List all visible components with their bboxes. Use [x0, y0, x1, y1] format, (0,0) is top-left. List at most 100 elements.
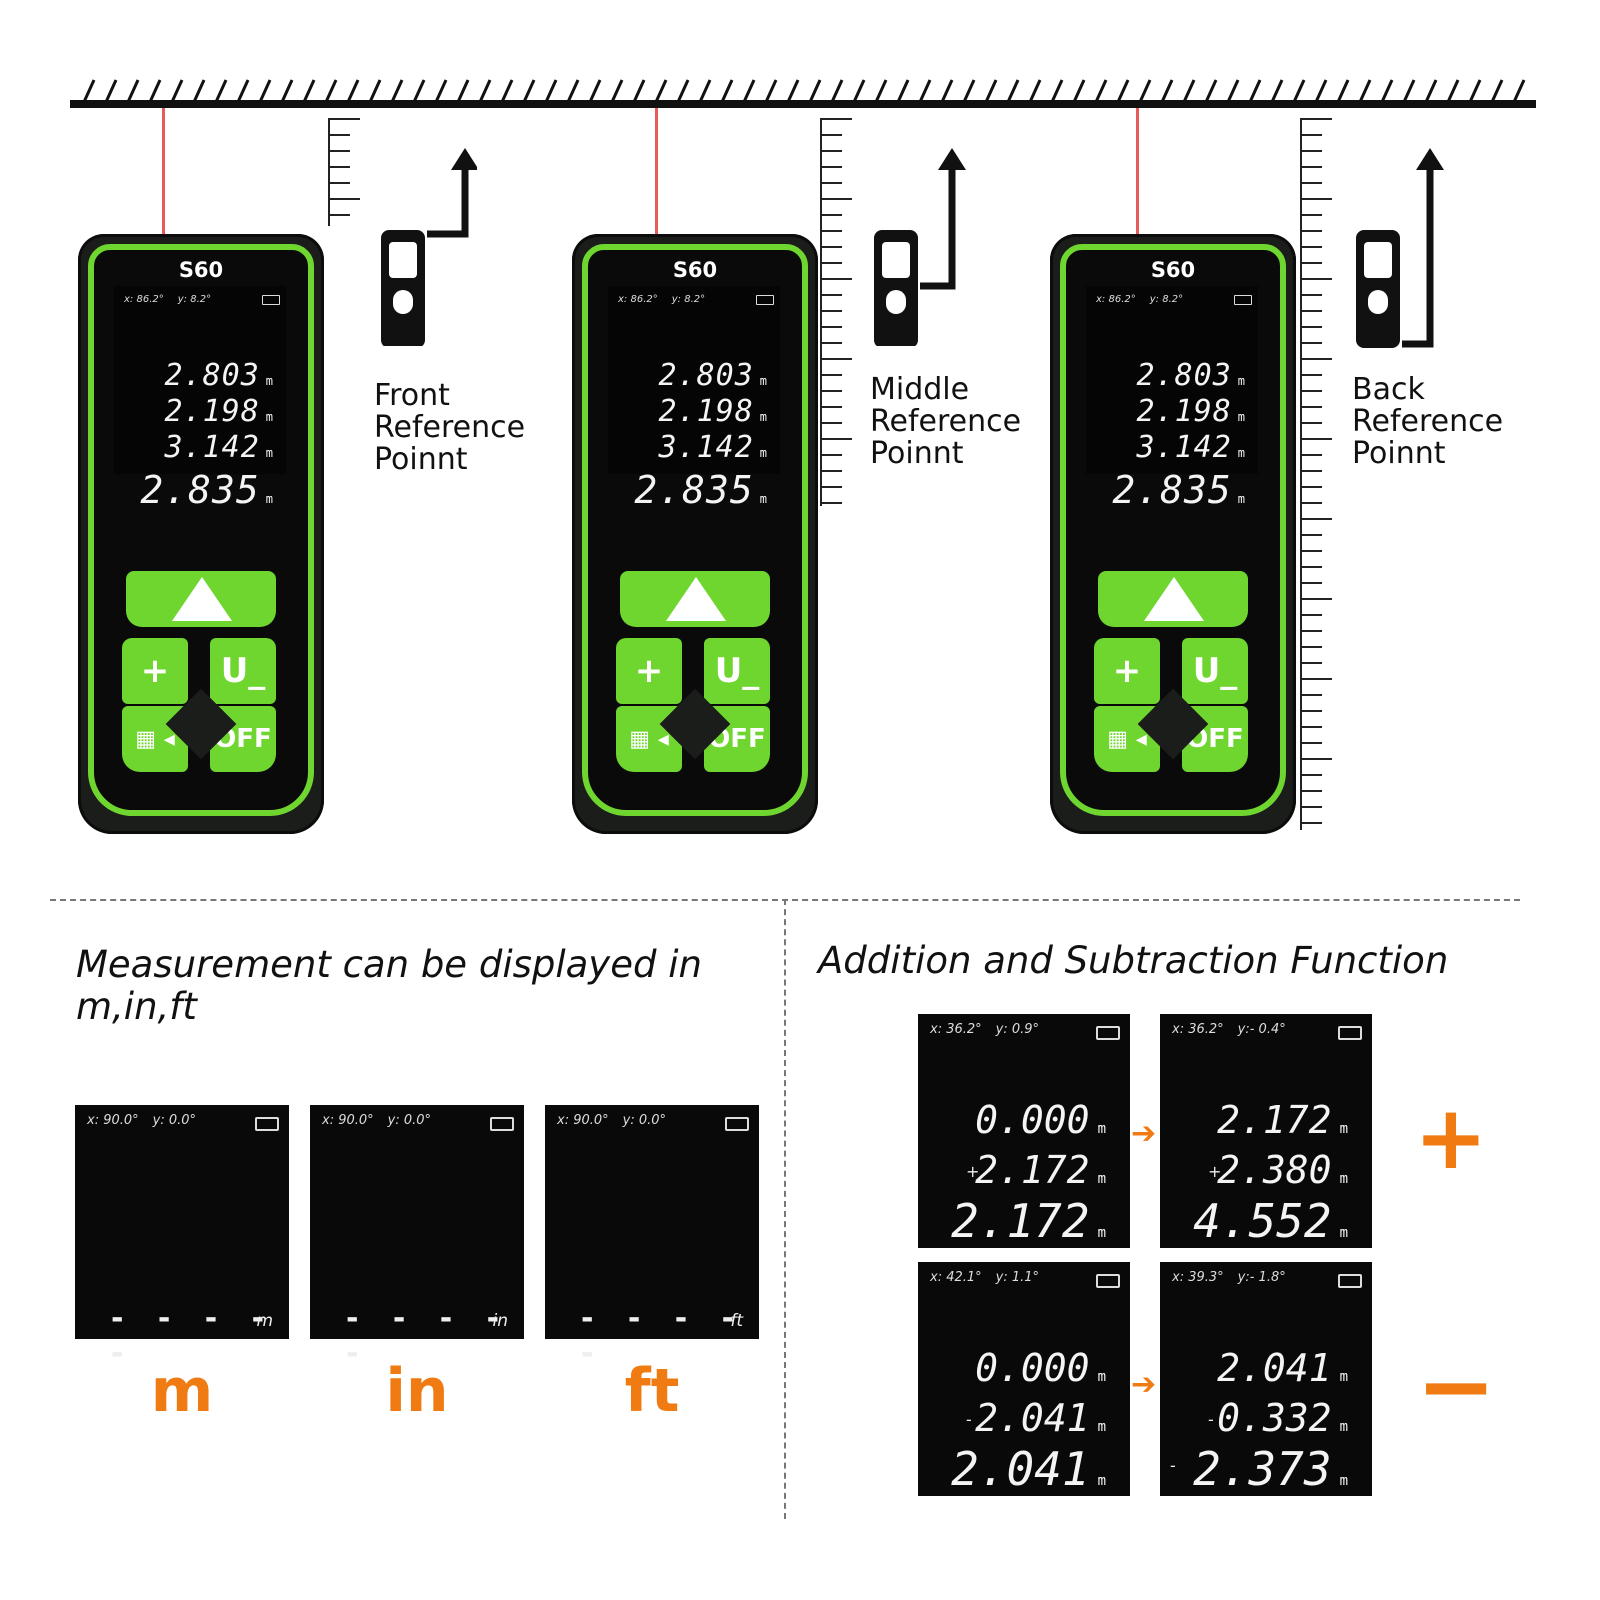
laser-button[interactable]	[1098, 571, 1248, 627]
ruler-tick	[822, 470, 842, 472]
ruler-tick	[1302, 614, 1322, 616]
ruler-tick	[1302, 422, 1322, 424]
battery-icon	[262, 295, 280, 305]
device-model: S60	[1150, 258, 1196, 282]
ruler-tick	[1302, 486, 1322, 488]
operation-sign: -	[1208, 1410, 1214, 1429]
ruler-tick	[1302, 374, 1322, 376]
ruler-tick	[1302, 582, 1322, 584]
ruler-tick	[330, 118, 360, 120]
laser-beam-front	[162, 108, 165, 238]
ruler-tick	[822, 262, 842, 264]
ruler-tick	[1302, 166, 1322, 168]
arrow-icon-add: ➔	[1131, 1116, 1157, 1151]
function-button[interactable]: ▦ ◂	[122, 706, 188, 772]
ruler-middle	[820, 118, 852, 506]
ruler-tick	[1302, 198, 1332, 200]
laser-beam-back	[1136, 108, 1139, 238]
ruler-tick	[1302, 230, 1322, 232]
screen-hud: x: 86.2°y: 8.2°	[124, 294, 212, 305]
ruler-tick	[1302, 326, 1322, 328]
screen-hud: x: 36.2°y: 0.9°	[930, 1022, 1040, 1037]
ruler-tick	[1302, 646, 1322, 648]
screen-hud: x: 42.1°y: 1.1°	[930, 1270, 1040, 1285]
ruler-tick	[1302, 518, 1332, 520]
ruler-tick	[1302, 630, 1322, 632]
unit-button[interactable]: U_	[1182, 638, 1248, 704]
operation-sign: +	[966, 1162, 980, 1181]
ruler-tick	[822, 166, 842, 168]
ruler-tick	[1302, 310, 1322, 312]
arrow-icon-sub: ➔	[1131, 1367, 1157, 1402]
ruler-tick	[1302, 678, 1332, 680]
ceiling-line	[70, 100, 1536, 108]
screen-hud: x: 86.2°y: 8.2°	[1096, 294, 1184, 305]
ruler-tick	[330, 150, 350, 152]
grid-icon: ▦ ◂	[135, 726, 175, 752]
reference-label-middle: Middle Reference Poinnt	[870, 372, 1022, 471]
ruler-tick	[1302, 566, 1322, 568]
units-section-title: Measurement can be displayed in m,in,ft	[76, 943, 702, 1028]
unit-button[interactable]: U_	[704, 638, 770, 704]
add-button[interactable]: +	[1094, 638, 1160, 704]
battery-icon	[1338, 1274, 1362, 1288]
add-button[interactable]: +	[616, 638, 682, 704]
battery-icon	[490, 1117, 514, 1131]
ruler-tick	[1302, 406, 1322, 408]
ruler-tick	[822, 390, 842, 392]
ruler-tick	[1302, 822, 1322, 824]
ruler-tick	[1302, 134, 1322, 136]
ruler-tick	[1302, 662, 1322, 664]
ruler-tick	[1302, 342, 1322, 344]
grid-icon: ▦ ◂	[629, 726, 669, 752]
dash-reading: - - - - -	[581, 1301, 747, 1371]
ruler-tick	[822, 278, 852, 280]
ruler-front	[328, 118, 360, 226]
ruler-tick	[822, 182, 842, 184]
unit-caption: m	[150, 1356, 214, 1426]
unit-display-panel: x: 90.0°y: 0.0° - - - - - m	[75, 1105, 289, 1371]
calc-section-title: Addition and Subtraction Function	[818, 939, 1449, 982]
unit-button[interactable]: U_	[210, 638, 276, 704]
laser-button[interactable]	[620, 571, 770, 627]
battery-icon	[756, 295, 774, 305]
ruler-tick	[1302, 262, 1322, 264]
unit-label: ft	[730, 1311, 743, 1331]
grid-icon: ▦ ◂	[1107, 726, 1147, 752]
battery-icon	[1338, 1026, 1362, 1040]
laser-triangle-icon	[666, 577, 726, 621]
reference-label-front: Front Reference Poinnt	[374, 378, 526, 477]
ruler-tick	[1302, 790, 1322, 792]
ruler-tick	[1302, 598, 1332, 600]
ruler-tick	[330, 134, 350, 136]
ruler-tick	[1302, 726, 1322, 728]
device-model: S60	[672, 258, 718, 282]
ruler-tick	[822, 454, 842, 456]
add-button[interactable]: +	[122, 638, 188, 704]
unit-label: in	[492, 1311, 509, 1331]
laser-triangle-icon	[172, 577, 232, 621]
laser-button[interactable]	[126, 571, 276, 627]
unit-label: m	[256, 1311, 273, 1331]
ceiling-hatch	[82, 79, 1526, 102]
ruler-tick	[1302, 390, 1322, 392]
dash-reading: - - - - -	[111, 1301, 277, 1371]
